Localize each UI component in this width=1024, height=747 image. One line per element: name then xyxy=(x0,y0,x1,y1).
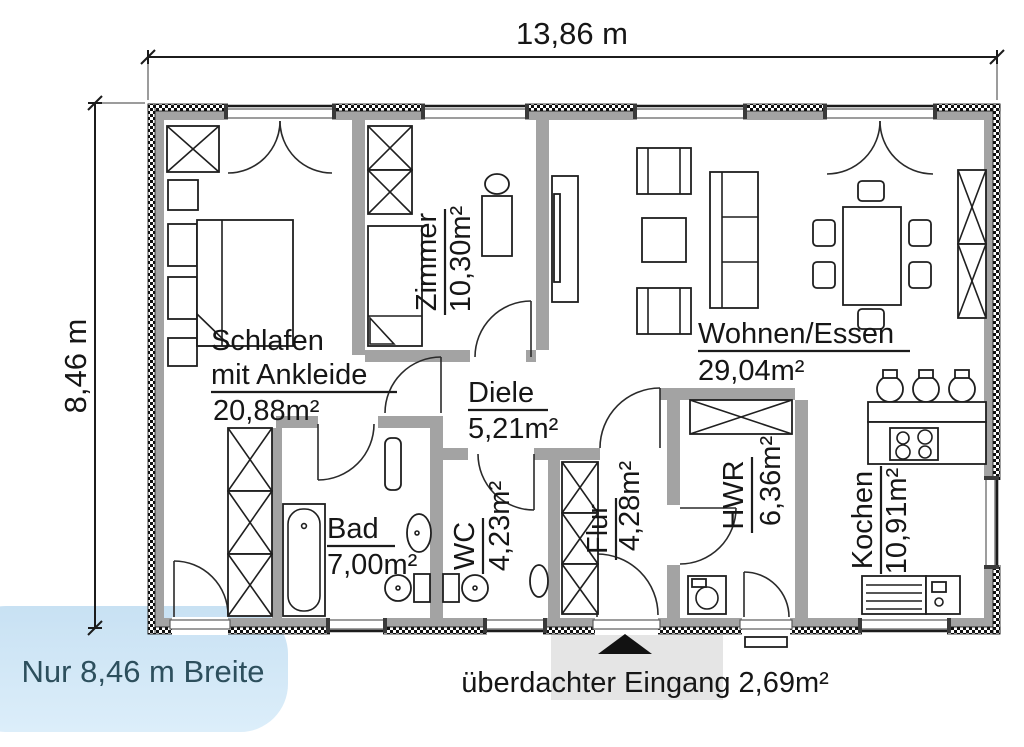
door-hwr xyxy=(679,507,737,565)
room-label-zimmer: Zimmer 10,30m² xyxy=(411,205,477,315)
door-bad xyxy=(317,423,375,481)
door-hwr-exterior xyxy=(739,571,793,648)
room-label-schlafen: Schlafen mit Ankleide 20,88m² xyxy=(211,325,397,427)
wardrobe-ankleide xyxy=(227,427,273,617)
window-schlafen xyxy=(224,103,336,174)
kitchen-sink-unit xyxy=(861,575,961,615)
room-label-diele: Diele 5,21m² xyxy=(468,377,559,445)
window-kochen-east xyxy=(983,476,1001,569)
door-ankleide-exterior xyxy=(169,560,231,635)
sofa xyxy=(709,171,759,309)
wohnen-area: 29,04m² xyxy=(698,355,805,387)
hwr-name: HWR xyxy=(718,460,750,529)
schlafen-area: 20,88m² xyxy=(213,395,320,427)
window-bad xyxy=(326,617,387,635)
wardrobe-hwr xyxy=(689,399,793,435)
flur-area: 4,28m² xyxy=(614,461,646,552)
schlafen-name-line1: Schlafen xyxy=(211,325,324,357)
entrance-arrow-icon xyxy=(598,634,652,654)
armchair-2 xyxy=(636,287,692,335)
dimension-top: 13,86 m xyxy=(140,16,1005,100)
diele-name: Diele xyxy=(468,377,534,409)
coffee-table xyxy=(641,217,687,263)
shelf-wohnen xyxy=(957,169,987,319)
flur-name: Flur xyxy=(582,504,614,554)
wc-area: 4,23m² xyxy=(484,481,516,572)
room-label-wohnen: Wohnen/Essen 29,04m² xyxy=(698,318,910,387)
window-wohnen-left xyxy=(633,103,747,121)
door-entrance xyxy=(592,553,661,635)
wardrobe-flur xyxy=(561,461,599,615)
washbasin-wc xyxy=(529,564,549,598)
wardrobe-schlafen xyxy=(166,125,220,211)
toilet-bad xyxy=(384,573,431,603)
kochen-area: 10,91m² xyxy=(881,467,913,574)
door-wc xyxy=(477,453,535,511)
bad-area: 7,00m² xyxy=(327,549,418,581)
room-label-hwr: HWR 6,36m² xyxy=(718,436,787,533)
wc-name: WC xyxy=(449,522,481,570)
exterior-walls xyxy=(147,103,1001,635)
wohnen-name: Wohnen/Essen xyxy=(698,318,894,350)
desk-and-chair xyxy=(481,173,513,257)
window-kochen xyxy=(858,617,951,635)
single-bed xyxy=(367,225,423,347)
diele-area: 5,21m² xyxy=(468,413,559,445)
dimension-left: 8,46 m xyxy=(58,95,145,636)
washing-machine xyxy=(687,575,727,615)
tv-sideboard xyxy=(551,175,579,303)
wardrobe-zimmer xyxy=(367,125,413,215)
kochen-name: Kochen xyxy=(847,471,879,569)
interior-walls xyxy=(272,120,808,618)
entrance-caption: überdachter Eingang 2,69m² xyxy=(461,667,829,699)
kitchen-bar xyxy=(867,369,987,423)
toilet-wc xyxy=(442,573,489,603)
schlafen-name-line2: mit Ankleide xyxy=(211,359,367,391)
zimmer-name: Zimmer xyxy=(411,213,443,312)
room-label-bad: Bad 7,00m² xyxy=(327,513,418,581)
room-label-kochen: Kochen 10,91m² xyxy=(847,466,913,574)
window-wc xyxy=(483,617,547,635)
radiator-bad xyxy=(384,437,402,491)
zimmer-area: 10,30m² xyxy=(445,205,477,312)
room-label-flur: Flur 4,28m² xyxy=(582,461,646,560)
door-zimmer xyxy=(474,300,532,358)
dining-set xyxy=(812,180,932,330)
window-zimmer xyxy=(421,103,529,121)
callout-box: Nur 8,46 m Breite xyxy=(0,606,288,732)
room-label-wc: WC 4,23m² xyxy=(449,481,516,574)
door-schlafen xyxy=(384,356,442,414)
window-wohnen-right xyxy=(823,103,937,175)
armchair xyxy=(636,147,692,195)
bathtub xyxy=(282,503,326,617)
door-flur xyxy=(599,387,661,449)
height-dimension-label: 8,46 m xyxy=(58,319,93,414)
callout-label: Nur 8,46 m Breite xyxy=(22,654,265,689)
kitchen-counter xyxy=(867,421,987,465)
bad-name: Bad xyxy=(327,513,379,545)
double-bed xyxy=(167,219,294,367)
width-dimension-label: 13,86 m xyxy=(516,16,628,51)
hwr-area: 6,36m² xyxy=(755,436,787,527)
washbasin-bad xyxy=(406,513,432,553)
